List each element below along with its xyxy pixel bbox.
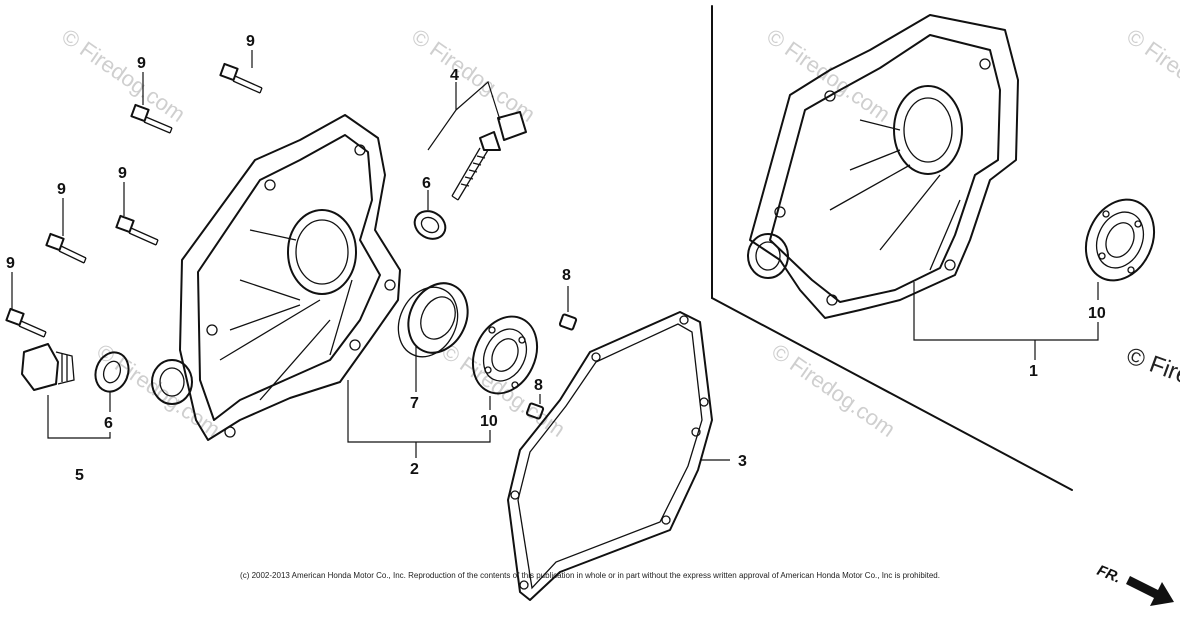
bolt-9-bottom bbox=[5, 307, 47, 338]
gasket-3 bbox=[507, 311, 713, 601]
front-direction-marker: FR. bbox=[1095, 562, 1174, 606]
label-8: 8 bbox=[534, 377, 543, 394]
bolt-9-upper bbox=[130, 103, 173, 134]
watermark: © Firedog.com bbox=[57, 24, 190, 127]
label-2: 2 bbox=[410, 461, 419, 478]
label-9: 9 bbox=[118, 165, 127, 182]
bolt-9-middle bbox=[115, 214, 159, 246]
bolt-9-left bbox=[45, 232, 87, 264]
label-6: 6 bbox=[104, 415, 113, 432]
label-5: 5 bbox=[75, 467, 84, 484]
label-9: 9 bbox=[57, 181, 66, 198]
label-1: 1 bbox=[1029, 363, 1038, 380]
leader-lines bbox=[11, 50, 1099, 461]
crankcase-cover-2 bbox=[151, 114, 401, 441]
panel-separator bbox=[711, 5, 1073, 491]
oil-seal-6-upper bbox=[413, 210, 447, 240]
front-arrow-icon bbox=[1126, 576, 1174, 606]
label-9: 9 bbox=[246, 33, 255, 50]
copyright-notice: (c) 2002-2013 American Honda Motor Co., … bbox=[240, 571, 940, 580]
watermark: © Firedog.com bbox=[1122, 24, 1180, 127]
watermark-edge: © Fire bbox=[1123, 342, 1180, 390]
bearing-10-left bbox=[471, 315, 539, 395]
label-10: 10 bbox=[480, 413, 498, 430]
label-9: 9 bbox=[6, 255, 15, 272]
label-8: 8 bbox=[562, 267, 571, 284]
label-3: 3 bbox=[738, 453, 747, 470]
oil-seal-6-lower bbox=[94, 351, 130, 393]
part-labels: 9 9 9 9 9 4 6 6 5 7 10 2 8 8 3 1 10 bbox=[6, 33, 1106, 484]
bearing-10-right bbox=[1084, 198, 1156, 282]
label-9: 9 bbox=[137, 55, 146, 72]
label-4: 4 bbox=[450, 67, 459, 84]
label-7: 7 bbox=[410, 395, 419, 412]
crankcase-cover-assy-1 bbox=[747, 14, 1019, 319]
label-6: 6 bbox=[422, 175, 431, 192]
drain-plug-5 bbox=[21, 343, 75, 391]
watermark: © Firedog.com bbox=[767, 339, 900, 442]
watermark: © Firedog.com bbox=[762, 24, 895, 127]
bolt-9-top bbox=[219, 62, 263, 94]
label-10: 10 bbox=[1088, 305, 1106, 322]
oil-seal-7 bbox=[397, 282, 469, 358]
oil-dipstick-4 bbox=[451, 111, 527, 201]
dowel-pin-8-upper bbox=[558, 313, 578, 331]
dowel-pin-8-lower bbox=[525, 402, 545, 420]
